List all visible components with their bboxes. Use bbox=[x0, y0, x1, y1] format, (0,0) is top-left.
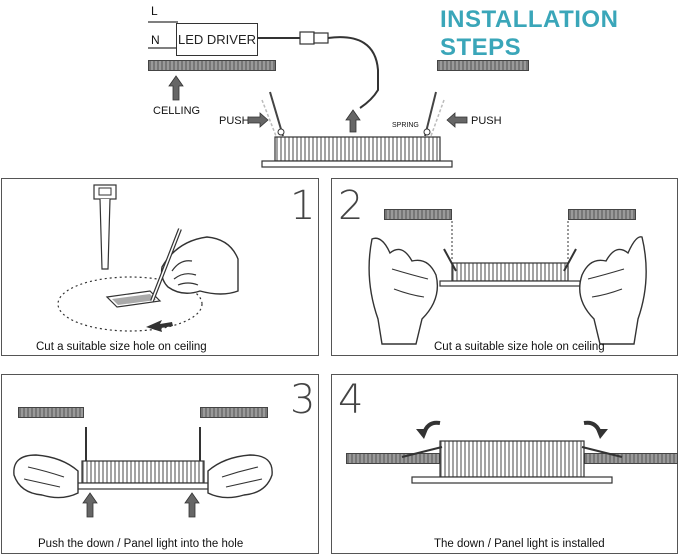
wire-l-label: L bbox=[151, 4, 158, 18]
ceiling-label: CELLING bbox=[153, 105, 201, 117]
installation-title: INSTALLATION STEPS bbox=[440, 6, 619, 61]
step-1-panel: 1 Cut a suitable size hole on ceiling bbox=[1, 178, 319, 356]
step-3-ceiling-left bbox=[18, 407, 84, 418]
step-1-number: 1 bbox=[290, 183, 316, 229]
step-3-panel: 3 Push the down / Panel light into the h… bbox=[1, 374, 319, 554]
step-4-illustration bbox=[401, 420, 623, 484]
step-2-caption: Cut a suitable size hole on ceiling bbox=[434, 341, 605, 353]
step-4-panel: 4 The down / Panel light is installed bbox=[331, 374, 678, 554]
step-1-caption: Cut a suitable size hole on ceiling bbox=[36, 341, 207, 353]
spring-label: SPRING bbox=[392, 122, 419, 129]
step-2-ceiling-left bbox=[384, 209, 452, 220]
step-3-caption: Push the down / Panel light into the hol… bbox=[38, 538, 244, 550]
ceiling-strip-left bbox=[148, 60, 276, 71]
step-2-ceiling-right bbox=[568, 209, 636, 220]
input-wires bbox=[148, 21, 379, 109]
step-2-illustration bbox=[368, 221, 647, 345]
push-left-label: PUSH bbox=[219, 115, 250, 127]
wire-n-label: N bbox=[151, 33, 160, 47]
led-driver-box: LED DRIVER bbox=[176, 23, 258, 56]
step-4-caption: The down / Panel light is installed bbox=[434, 538, 605, 550]
step-1-illustration bbox=[57, 184, 239, 332]
push-right-label: PUSH bbox=[471, 115, 502, 127]
step-3-number: 3 bbox=[290, 377, 316, 423]
ceiling-strip-right bbox=[437, 60, 529, 71]
step-4-number: 4 bbox=[338, 377, 364, 423]
step-2-number: 2 bbox=[338, 183, 364, 229]
led-driver-label: LED DRIVER bbox=[177, 32, 257, 47]
step-2-panel: 2 Cut a suitable size hole on ceiling bbox=[331, 178, 678, 356]
step-3-illustration bbox=[13, 427, 273, 518]
header-panel-light bbox=[247, 91, 468, 168]
step-3-ceiling-right bbox=[200, 407, 268, 418]
ceiling-arrow bbox=[168, 75, 184, 101]
